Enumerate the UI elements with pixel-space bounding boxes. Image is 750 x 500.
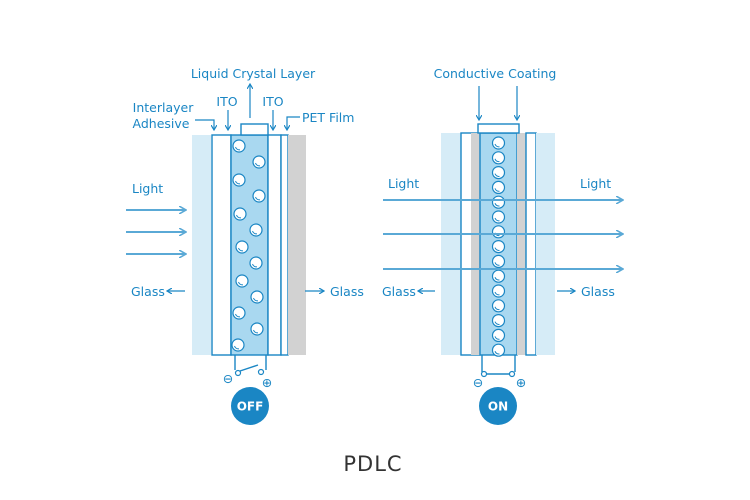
off-liquid-crystal-label: Liquid Crystal Layer <box>191 66 316 81</box>
off-lc-droplet <box>231 338 245 352</box>
on-glass-outer-right <box>536 133 555 355</box>
off-glass-right-label: Glass <box>330 284 364 299</box>
off-glass-left-label: Glass <box>131 284 165 299</box>
off-lc-droplet <box>250 290 264 304</box>
on-glass-left-label: Glass <box>382 284 416 299</box>
on-glass-outer-left <box>441 133 461 355</box>
off-glass-right <box>288 135 306 355</box>
off-ito-left-label: ITO <box>216 94 237 109</box>
off-minus-icon: ⊖ <box>223 371 233 386</box>
on-minus-icon: ⊖ <box>473 375 483 390</box>
on-glass-right-label: Glass <box>581 284 615 299</box>
off-lc-droplet <box>232 139 246 153</box>
on-lc-top-cap <box>477 123 520 134</box>
off-interlayer-pointer <box>195 119 214 130</box>
off-interlayer-label: Interlayer <box>133 100 195 115</box>
off-lc-droplet <box>250 322 264 336</box>
off-droplets <box>231 139 266 352</box>
on-lc-droplet <box>491 136 506 150</box>
on-lc-droplet <box>491 195 506 209</box>
on-lc-droplet <box>491 343 506 357</box>
on-plus-icon: ⊕ <box>516 375 526 390</box>
on-button[interactable]: ON <box>479 387 517 425</box>
on-conductive-coating-label: Conductive Coating <box>434 66 557 81</box>
on-switch-contact <box>508 370 516 378</box>
off-panel: Liquid Crystal Layer ITO ITO Interlayer … <box>126 66 364 425</box>
on-button-label: ON <box>488 400 508 414</box>
off-plus-icon: ⊕ <box>262 375 272 390</box>
on-lc-droplet <box>491 299 506 313</box>
off-ito-right-label: ITO <box>262 94 283 109</box>
on-lc-droplet <box>491 314 506 328</box>
on-conductive-left <box>471 133 480 355</box>
off-lc-droplet <box>252 189 266 203</box>
off-switch-contact <box>234 369 242 377</box>
on-light-left-label: Light <box>388 176 419 191</box>
diagram-caption: PDLC <box>343 452 402 476</box>
off-lc-droplet <box>233 207 247 221</box>
on-lc-droplet <box>491 254 506 268</box>
off-lc-droplet <box>232 173 246 187</box>
off-button-label: OFF <box>237 400 264 414</box>
on-conductive-right <box>517 133 526 355</box>
on-lc-droplet <box>491 284 506 298</box>
on-lc-droplet <box>491 269 506 283</box>
off-lc-droplet <box>249 256 263 270</box>
on-lc-droplet <box>491 151 506 165</box>
off-lc-droplet <box>232 306 246 320</box>
on-glass-right <box>525 132 537 356</box>
on-lc-droplet <box>491 210 506 224</box>
off-lc-droplet <box>235 240 249 254</box>
off-switch-lever <box>239 364 259 372</box>
off-lc-top-cap <box>240 123 269 136</box>
off-glass-left <box>211 134 232 356</box>
off-lc-droplet <box>235 274 249 288</box>
off-glass-outer-left <box>192 135 211 355</box>
off-pet-film-label: PET Film <box>302 110 354 125</box>
off-pet-film <box>280 134 289 356</box>
off-ito-right <box>267 134 282 356</box>
on-light-right-label: Light <box>580 176 611 191</box>
on-lc-droplet <box>491 328 506 342</box>
off-pet-pointer <box>287 116 300 130</box>
on-lc-droplet <box>491 166 506 180</box>
on-lc-droplet <box>491 240 506 254</box>
off-lc-droplet <box>249 223 263 237</box>
off-button[interactable]: OFF <box>231 387 269 425</box>
off-switch-contact <box>257 368 265 376</box>
on-panel: Conductive Coating Light Light Glass Gla… <box>382 66 622 425</box>
off-light-label: Light <box>132 181 163 196</box>
off-lc-droplet <box>252 155 266 169</box>
off-adhesive-label: Adhesive <box>133 116 190 131</box>
on-lc-droplet <box>491 225 506 239</box>
on-switch-contact <box>480 370 488 378</box>
on-lc-droplet <box>491 180 506 194</box>
on-droplets <box>491 136 506 357</box>
